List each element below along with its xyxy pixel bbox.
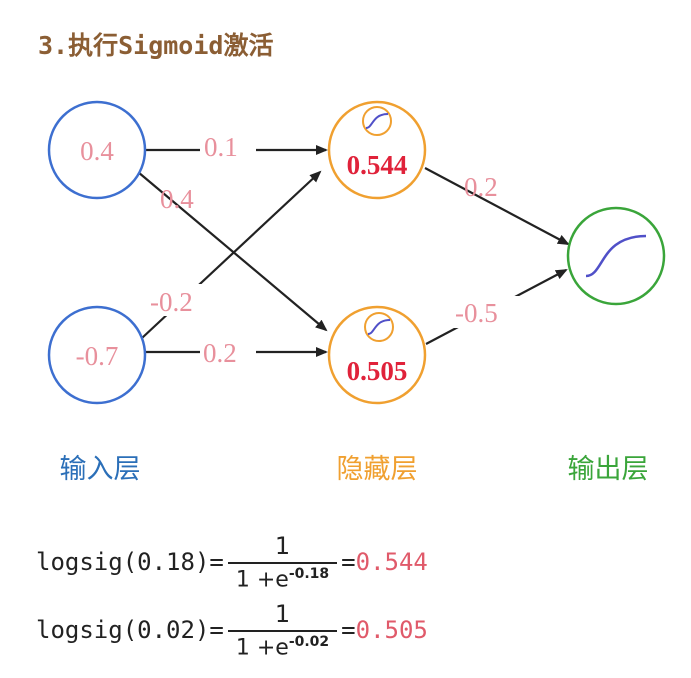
- input-node-1: [47, 100, 147, 200]
- edge-h1-o: [424, 167, 570, 245]
- diagram-title: 3.执行Sigmoid激活: [38, 31, 274, 60]
- formula-denominator: 1 +e-0.18: [227, 562, 338, 593]
- formula-fraction: 1 1 +e-0.02: [227, 600, 338, 661]
- formula-numerator: 1: [274, 532, 291, 560]
- denominator-base: 1 +e: [235, 567, 289, 593]
- sigmoid-curve-icon: [367, 319, 391, 335]
- hidden-node-2: [327, 305, 427, 405]
- formula-result: 0.544: [355, 548, 428, 577]
- formula-lhs: logsig(0.02): [36, 616, 210, 645]
- layer-label-input: 输入层: [60, 454, 141, 485]
- weight-i2-h1: -0.2: [150, 287, 193, 317]
- formula-equals: =: [341, 616, 356, 645]
- formula-lhs: logsig(0.18): [36, 548, 210, 577]
- hidden-node-1: [327, 100, 427, 200]
- weight-i1-h1: 0.1: [204, 132, 238, 162]
- formula-equals: =: [341, 548, 356, 577]
- hidden-node-2-value: 0.505: [347, 356, 408, 386]
- formula-equals: =: [209, 616, 224, 645]
- layer-label-hidden: 隐藏层: [337, 454, 418, 485]
- weight-i1-h2: 0.4: [160, 184, 194, 214]
- formula-result: 0.505: [355, 616, 428, 645]
- denominator-exponent: -0.02: [288, 634, 330, 650]
- input-node-1-value: 0.4: [80, 136, 114, 166]
- formula-fraction: 1 1 +e-0.18: [227, 532, 338, 593]
- input-node-2-value: -0.7: [76, 341, 119, 371]
- weight-i2-h2: 0.2: [203, 338, 237, 368]
- sigmoid-icon: [362, 106, 392, 136]
- sigmoid-curve-icon: [365, 113, 389, 129]
- weight-h2-o: -0.5: [455, 298, 498, 328]
- sigmoid-curve-icon: [585, 234, 647, 278]
- denominator-exponent: -0.18: [288, 566, 330, 582]
- formula-equals: =: [209, 548, 224, 577]
- edge-i1-h2: [137, 171, 328, 332]
- formula-numerator: 1: [274, 600, 291, 628]
- layer-label-output: 输出层: [568, 454, 649, 485]
- sigmoid-icon: [364, 312, 394, 342]
- formula-hidden-2: logsig(0.02) = 1 1 +e-0.02 = 0.505: [36, 600, 428, 660]
- weight-h1-o: 0.2: [464, 172, 498, 202]
- denominator-base: 1 +e: [235, 635, 289, 661]
- hidden-node-1-value: 0.544: [347, 150, 408, 180]
- input-node-2: [47, 305, 147, 405]
- formula-denominator: 1 +e-0.02: [227, 630, 338, 661]
- output-node: [566, 206, 666, 306]
- formula-hidden-1: logsig(0.18) = 1 1 +e-0.18 = 0.544: [36, 532, 428, 592]
